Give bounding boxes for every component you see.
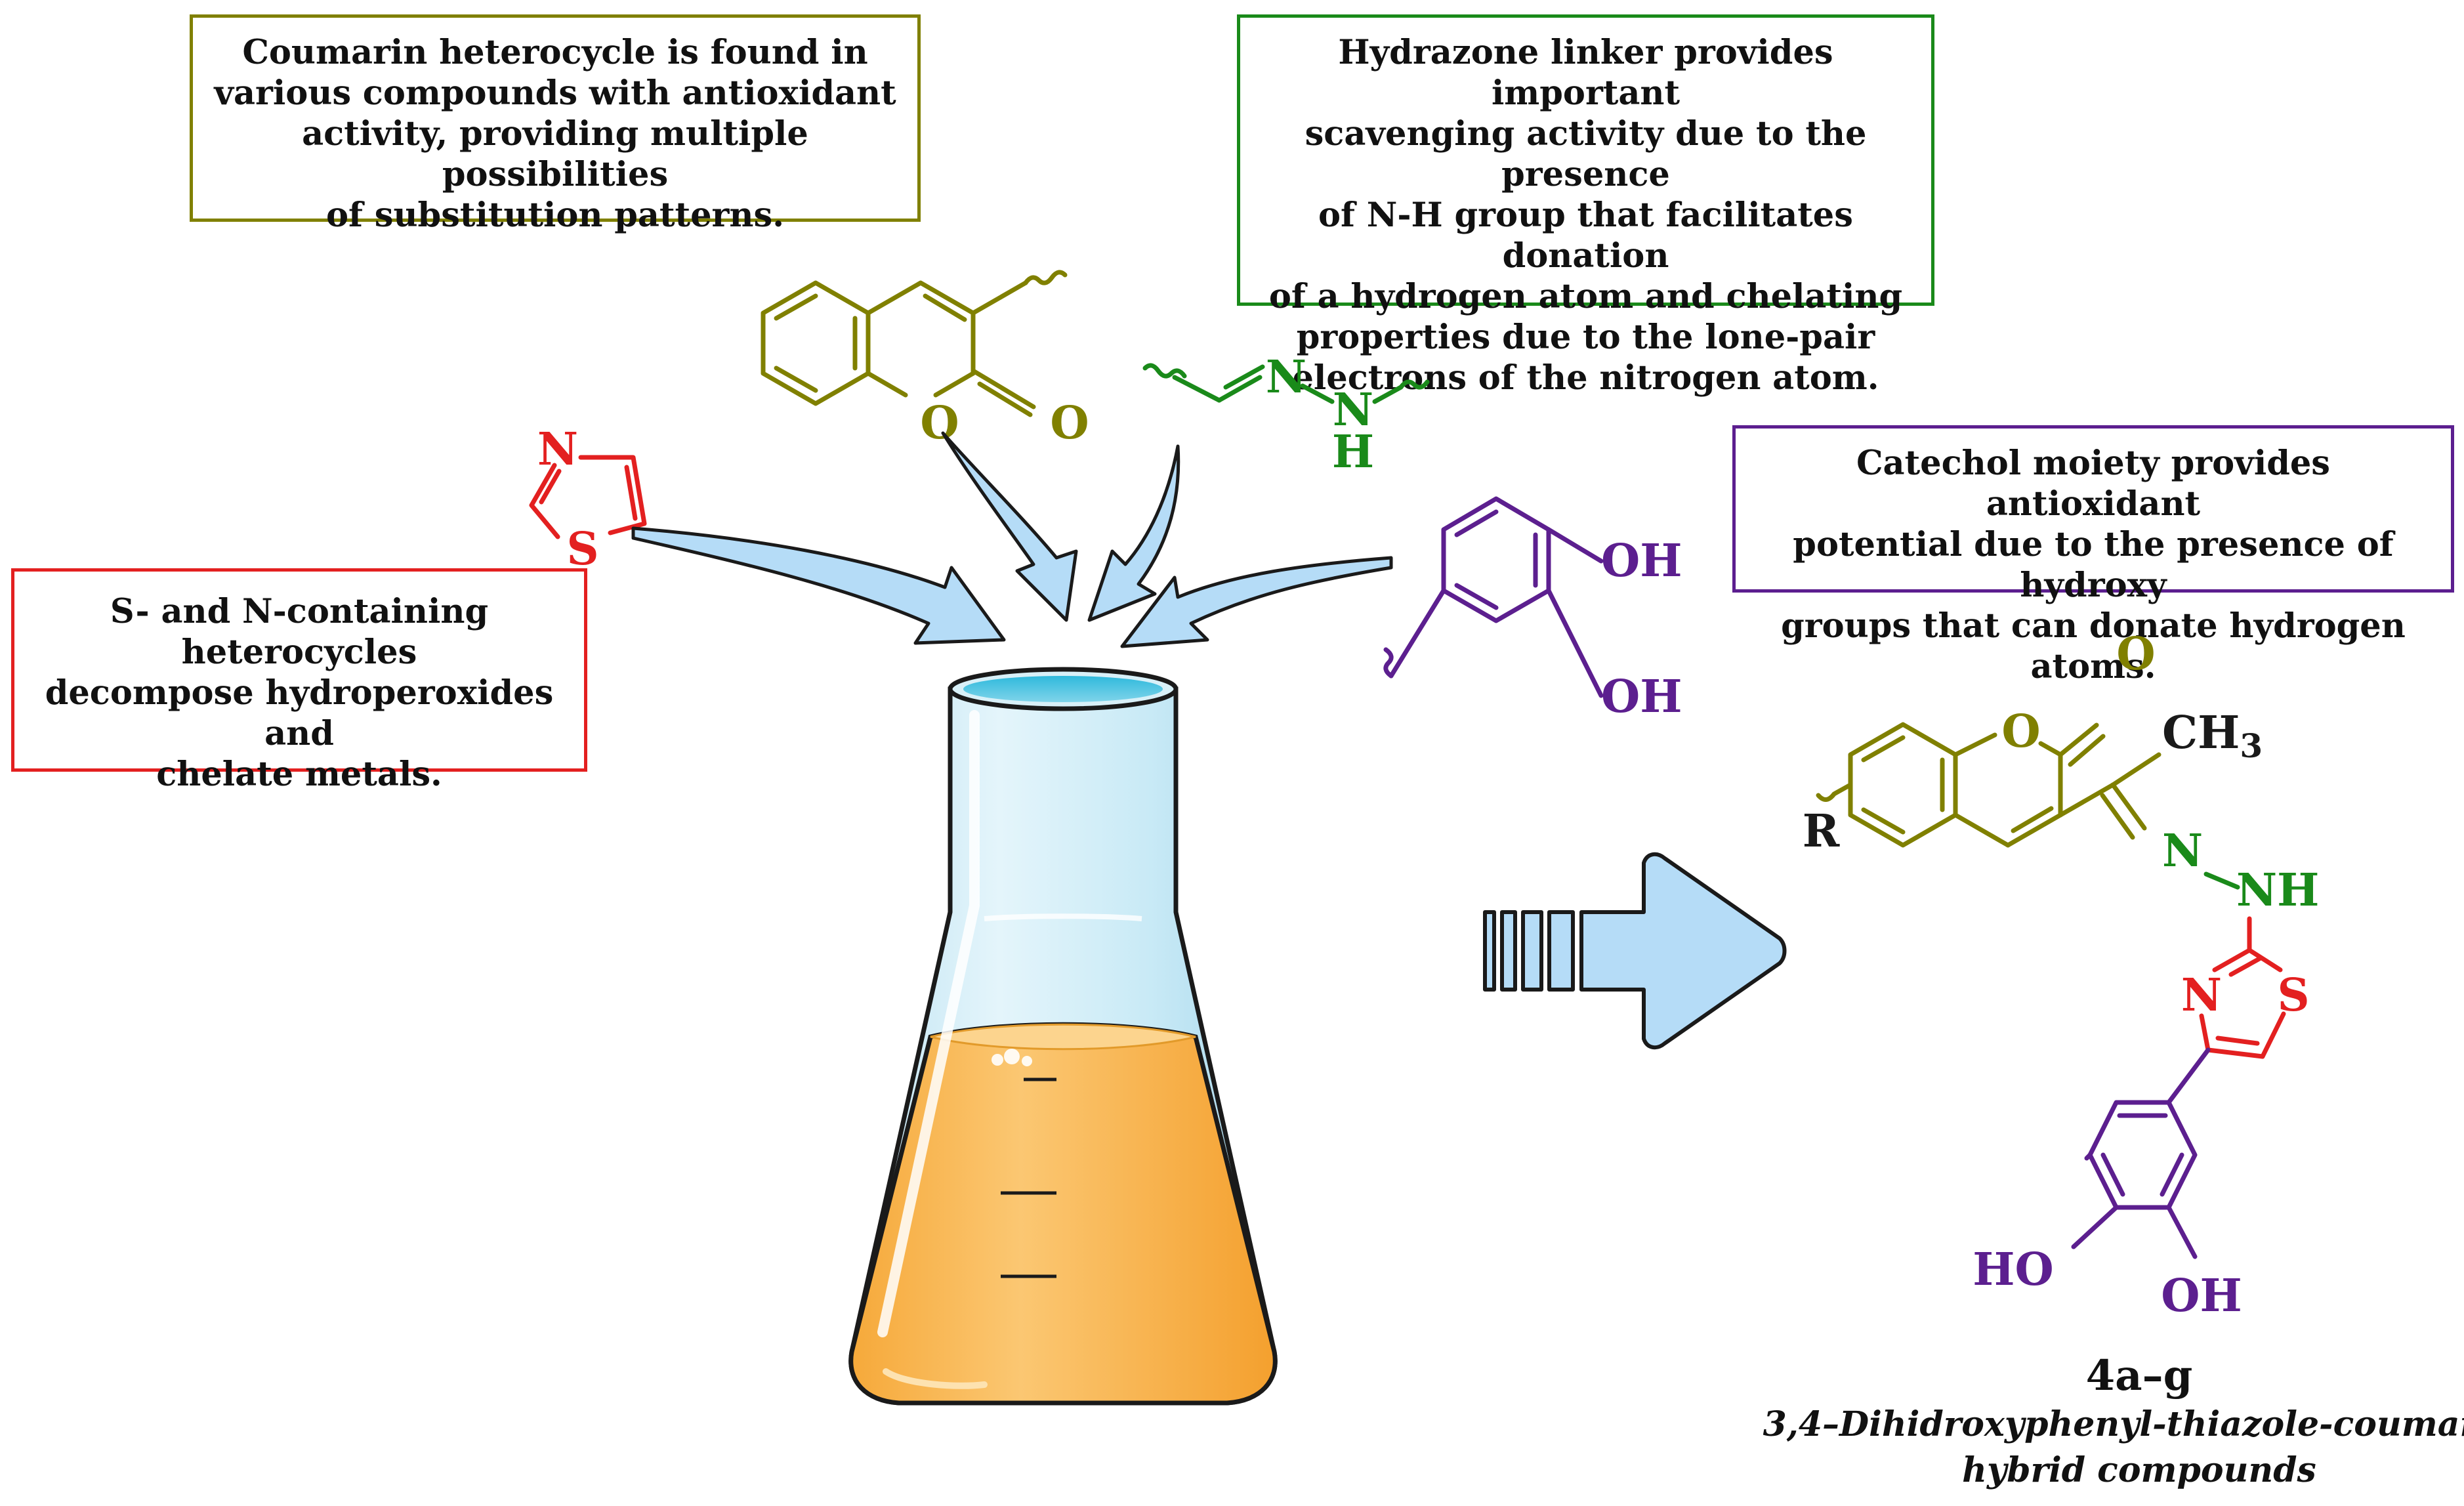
coumarin-fragment (761, 270, 1068, 417)
catechol-note: Catechol moiety provides antioxidant pot… (1732, 425, 2454, 686)
catechol-hydroxyl-top: OH (1601, 535, 1682, 587)
product-imine-nitrogen: N (2162, 825, 2203, 877)
arrow-from-catechol (1120, 556, 1393, 648)
product-name-line2: hybrid compounds (1962, 1450, 2316, 1490)
arrow-from-coumarin (941, 431, 1078, 622)
curved-arrows (631, 431, 1393, 648)
product-carbonyl-oxygen: O (2116, 628, 2155, 680)
thiazole-nitrogen: N (537, 423, 578, 476)
arrow-from-hydrazone (1087, 444, 1180, 622)
product-code: 4a–g (2086, 1351, 2193, 1400)
arrow-from-thiazole (631, 526, 1006, 645)
catechol-fragment (1383, 496, 1604, 698)
hydrazone-note: Hydrazone linker provides important scav… (1237, 14, 1934, 398)
thiazole-sulfur: S (566, 523, 598, 575)
hydrazone-hydrogen: H (1332, 426, 1374, 478)
hydrazone-imine-nitrogen: N (1266, 351, 1306, 404)
product-nh: NH (2236, 864, 2319, 917)
thiazole-fragment (529, 455, 647, 539)
heterocycles-note: S- and N-containing heterocycles decompo… (11, 568, 587, 794)
hydrazone-amine-nitrogen: N (1333, 384, 1373, 436)
product-thiazole-nitrogen: N (2181, 969, 2222, 1022)
product-thiazole-sulfur: S (2277, 969, 2309, 1022)
product-ring-oxygen: O (2001, 705, 2040, 758)
product-r-group: R (1803, 805, 1840, 858)
coumarin-ring-oxygen: O (920, 397, 959, 450)
product-name-line1: 3,4–Dihidroxyphenyl-thiazole-coumarin (1763, 1404, 2464, 1444)
product-hydroxyl-right: OH (2161, 1270, 2242, 1322)
hydrazone-fragment (1142, 363, 1430, 404)
product-structure (1816, 722, 2286, 1259)
product-hydroxyl-left: HO (1973, 1244, 2053, 1296)
erlenmeyer-flask (848, 667, 1278, 1406)
product-methyl: CH3 (2162, 707, 2263, 765)
coumarin-note: Coumarin heterocycle is found in various… (190, 14, 921, 235)
reaction-arrow (1483, 852, 1787, 1050)
coumarin-carbonyl-oxygen: O (1050, 397, 1089, 450)
catechol-hydroxyl-bottom: OH (1601, 671, 1682, 723)
